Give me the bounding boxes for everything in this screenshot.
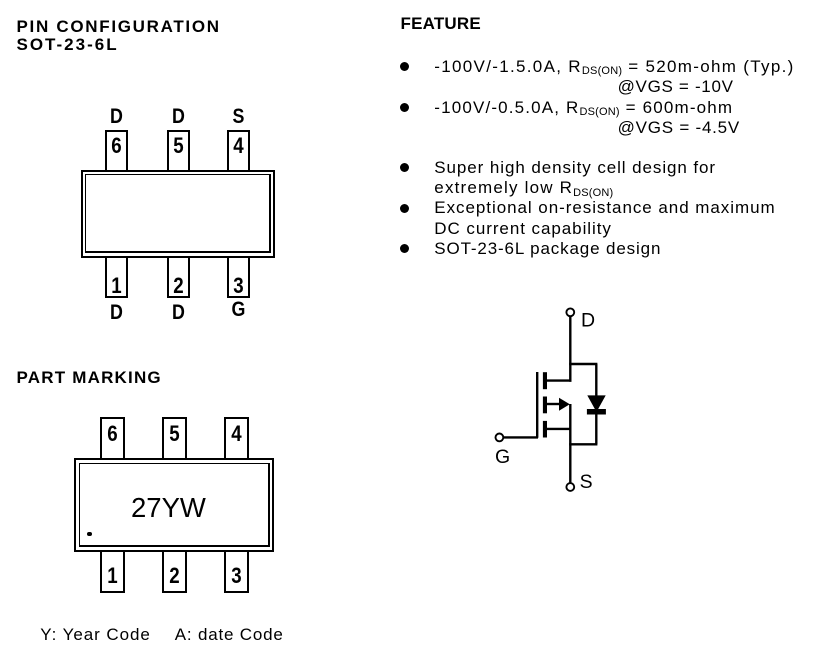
svg-text:S: S	[580, 471, 593, 493]
svg-text:G: G	[495, 446, 510, 468]
svg-text:D: D	[581, 310, 595, 332]
